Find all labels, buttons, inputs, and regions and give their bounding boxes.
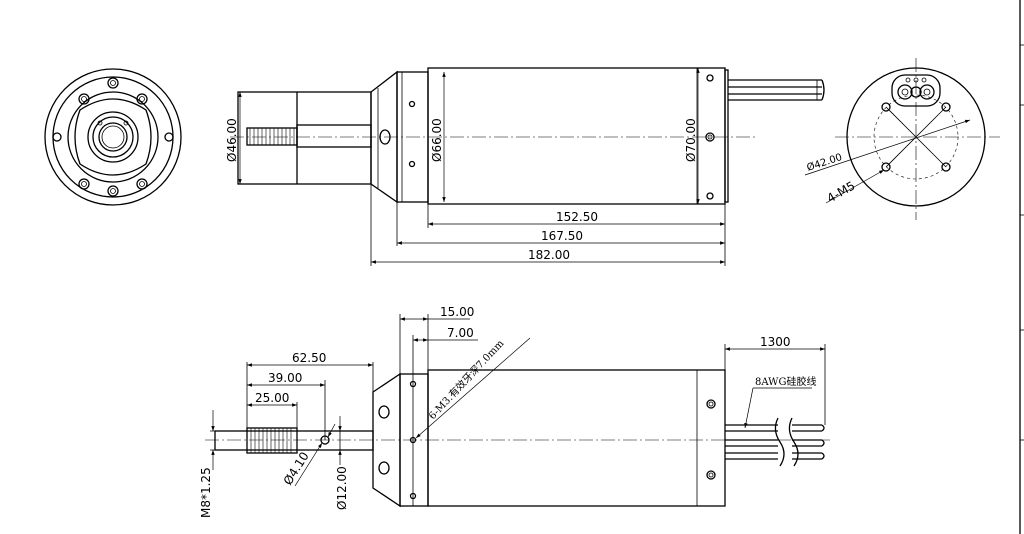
dim-25-label: 25.00 (255, 391, 289, 405)
dim-shaft12-label: Ø12.00 (335, 466, 349, 510)
dim-flange-holes: 6-M3.有效牙深7.0mm (415, 336, 531, 439)
dim-167: 167.50 (397, 229, 725, 245)
dim-d70: Ø70.00 (684, 68, 700, 204)
dim-152: 152.50 (428, 210, 725, 226)
dim-d66: Ø66.00 (430, 72, 446, 202)
dim-hole4-label: Ø4.10 (281, 449, 312, 487)
dim-167-label: 167.50 (541, 229, 583, 243)
wire-label: 8AWG硅胶线 (755, 375, 816, 388)
dim-holes-label: 4-M5 (825, 178, 858, 205)
dim-d46-label: Ø46.00 (225, 118, 239, 162)
dim-7: 7.00 (413, 326, 478, 342)
wire-callout: 8AWG硅胶线 (744, 375, 816, 429)
dim-thread-label: M8*1.25 (199, 467, 213, 518)
dim-15: 15.00 (400, 305, 474, 321)
front-end-view (44, 68, 182, 206)
dim-d70-label: Ø70.00 (684, 118, 698, 162)
thread-hatch-bottom (250, 428, 292, 453)
side-view-bottom: 15.00 7.00 6-M3.有效牙深7.0mm 62.50 39.00 25… (199, 305, 830, 518)
dim-7-label: 7.00 (447, 326, 474, 340)
dim-182-label: 182.00 (528, 248, 570, 262)
dim-62-label: 62.50 (292, 351, 326, 365)
dim-d46: Ø46.00 (225, 92, 242, 184)
lead-connector (891, 74, 941, 107)
dim-25: 25.00 (247, 391, 297, 407)
front-mount-holes (52, 77, 174, 197)
dim-62: 62.50 (247, 351, 373, 367)
dim-39: 39.00 (247, 371, 325, 387)
dim-182: 182.00 (371, 248, 725, 264)
leads-bottom (725, 417, 825, 467)
dim-hole4: Ø4.10 (281, 423, 336, 488)
dim-15-label: 15.00 (440, 305, 474, 319)
dim-shaft12: Ø12.00 (335, 416, 349, 510)
dim-d66-label: Ø66.00 (430, 118, 444, 162)
dim-lead: 1300 (725, 335, 825, 351)
dim-flange-holes-label: 6-M3.有效牙深7.0mm (426, 336, 507, 422)
dim-152-label: 152.50 (556, 210, 598, 224)
dim-thread: M8*1.25 (199, 410, 247, 518)
main-view-top: Ø46.00 Ø66.00 Ø70.00 152.50 167.50 182.0… (225, 67, 825, 266)
dim-lead-label: 1300 (760, 335, 791, 349)
thread-hatch-top (249, 128, 295, 145)
rear-end-view: Ø42.00 4-M5 (804, 58, 1000, 220)
dim-39-label: 39.00 (268, 371, 302, 385)
dim-pcd-label: Ø42.00 (805, 151, 843, 174)
